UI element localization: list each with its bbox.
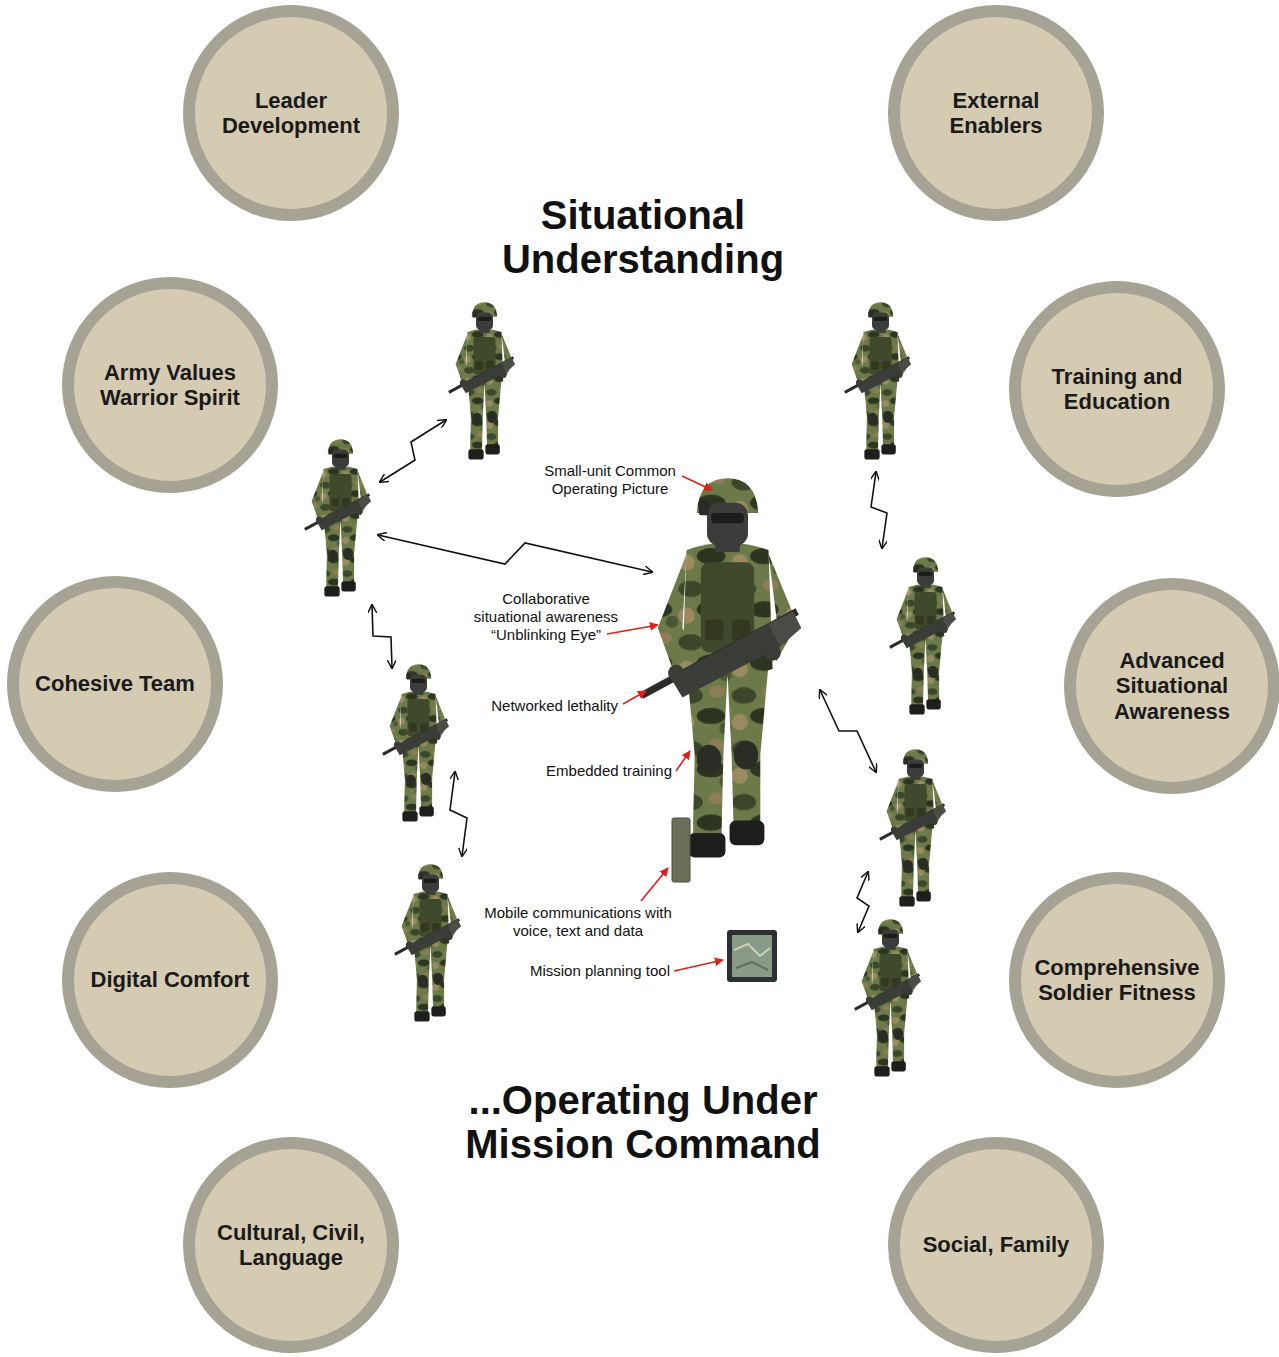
callout-label: Embedded training	[546, 762, 672, 780]
callout-label: Small-unit Common Operating Picture	[530, 462, 690, 498]
link-arrows-part	[820, 690, 876, 772]
soldier-figures-part	[880, 749, 946, 906]
circle-label: Cultural, Civil, Language	[206, 1220, 376, 1271]
leader-lines	[607, 476, 723, 971]
topic-circle: External Enablers	[888, 5, 1104, 221]
circle-text-group: External Enablers	[911, 88, 1081, 139]
circle-text-group: Social, Family	[923, 1232, 1070, 1257]
soldier-figures-part	[395, 864, 461, 1021]
callout-label: Collaborative situational awareness “Unb…	[470, 590, 622, 644]
callout-label: Mobile communications with voice, text a…	[478, 904, 678, 940]
circle-label: Army Values Warrior Spirit	[85, 360, 255, 411]
circle-text-group: Cohesive Team	[35, 671, 195, 696]
link-arrows-part	[380, 420, 446, 482]
topic-circle: Cohesive Team	[7, 576, 223, 792]
topic-circle: Digital Comfort	[62, 872, 278, 1088]
equipment-items-part	[736, 962, 768, 970]
equipment-items	[672, 818, 777, 982]
topic-circle: Training and Education	[1009, 281, 1225, 497]
circle-text-group: Advanced Situational Awareness	[1087, 648, 1257, 724]
equipment-items-part	[734, 944, 770, 956]
circle-label: External Enablers	[911, 88, 1081, 139]
leader-lines-part	[682, 476, 712, 490]
link-arrows-part	[857, 872, 869, 932]
diagram-title: Situational Understanding	[483, 193, 803, 281]
circle-label: Social, Family	[923, 1232, 1070, 1257]
diagram-caption: ...Operating Under Mission Command	[423, 1078, 863, 1166]
circle-label: Digital Comfort	[91, 967, 250, 992]
topic-circle: Leader Development	[183, 5, 399, 221]
leader-lines-part	[623, 691, 646, 704]
callout-label: Networked lethality	[491, 697, 618, 715]
leader-lines-part	[676, 751, 690, 771]
circle-text-group: Digital Comfort	[91, 967, 250, 992]
circle-text-group: Comprehensive Soldier Fitness	[1032, 955, 1202, 1006]
soldier-figures-part	[305, 439, 371, 596]
topic-circle: Comprehensive Soldier Fitness	[1009, 872, 1225, 1088]
equipment-items-part	[672, 818, 690, 882]
soldier-figures	[305, 302, 956, 1076]
soldier-figures-part	[890, 557, 956, 714]
circle-label: Comprehensive Soldier Fitness	[1032, 955, 1202, 1006]
circle-text-group: Army Values Warrior Spirit	[85, 360, 255, 411]
circle-text-group: Cultural, Civil, Language	[206, 1220, 376, 1271]
leader-lines-part	[674, 960, 723, 971]
soldier-figures-part	[641, 478, 801, 857]
circle-label: Advanced Situational Awareness	[1087, 648, 1257, 724]
topic-circle: Cultural, Civil, Language	[183, 1137, 399, 1353]
soldier-figures-part	[383, 664, 449, 821]
soldier-figures-part	[855, 919, 921, 1076]
callout-label: Mission planning tool	[530, 962, 670, 980]
link-arrows-part	[372, 605, 392, 668]
topic-circle: Army Values Warrior Spirit	[62, 277, 278, 493]
circle-label: Cohesive Team	[35, 671, 195, 696]
soldier-figures-part	[845, 302, 911, 459]
topic-circle: Social, Family	[888, 1137, 1104, 1353]
circle-text-group: Training and Education	[1032, 364, 1202, 415]
link-arrows-part	[871, 472, 887, 548]
soldier-figures-part	[449, 302, 515, 459]
circle-label: Training and Education	[1032, 364, 1202, 415]
link-arrows-part	[378, 535, 652, 572]
link-arrows	[372, 420, 887, 932]
link-arrows-part	[450, 772, 467, 856]
topic-circle: Advanced Situational Awareness	[1064, 578, 1279, 794]
circle-label: Leader Development	[206, 88, 376, 139]
equipment-items-part	[732, 935, 772, 977]
leader-lines-part	[641, 868, 668, 901]
leader-lines-part	[607, 625, 658, 634]
equipment-items-part	[727, 930, 777, 982]
circle-text-group: Leader Development	[206, 88, 376, 139]
